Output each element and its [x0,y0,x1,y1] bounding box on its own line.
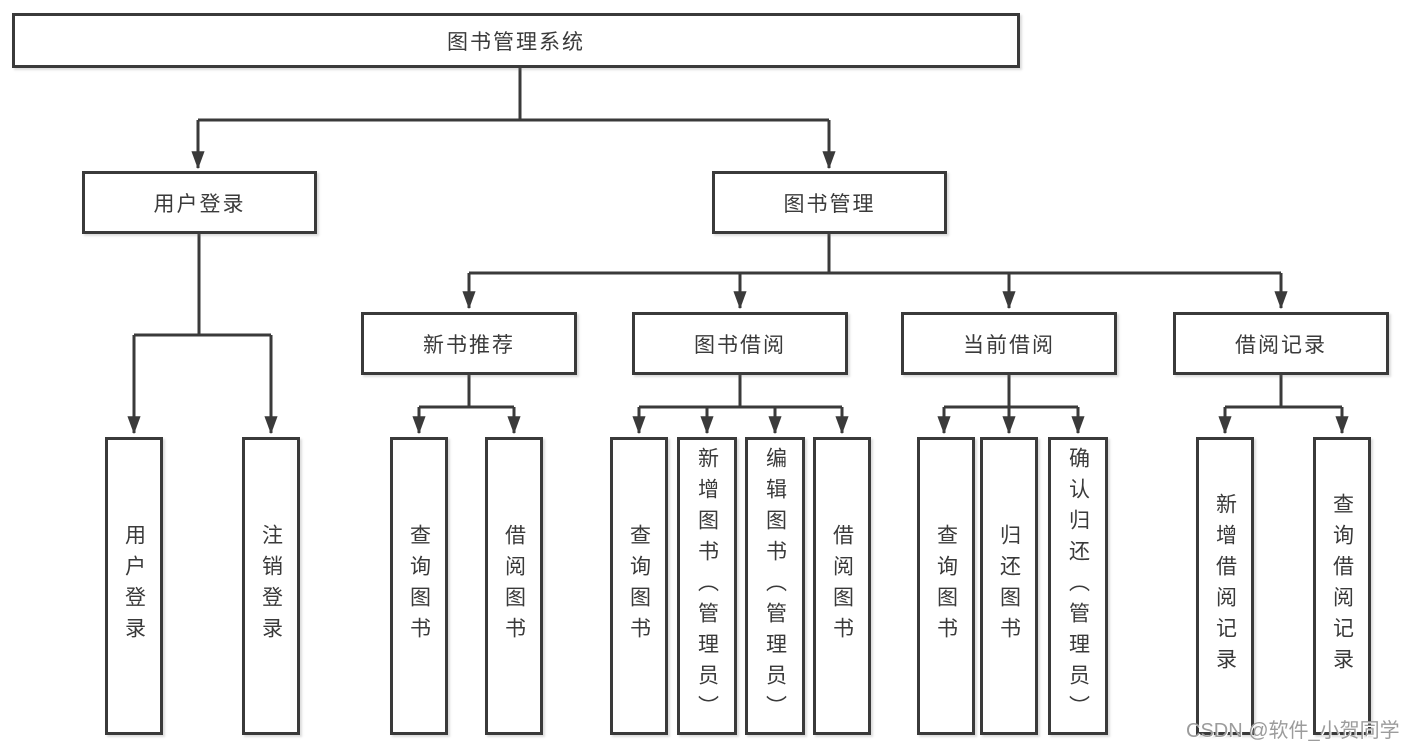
leaf-label: 查询图书 [627,524,651,648]
leaf-label: 借阅图书 [502,524,526,648]
csdn-watermark: CSDN @软件_小贺同学 [1186,720,1400,742]
leaf-confirm-return-admin: 确认归还（管理员） [1048,437,1108,735]
node-library-management-system: 图书管理系统 [12,13,1020,68]
leaf-user-login: 用户登录 [105,437,163,735]
leaf-label: 查询图书 [407,524,431,648]
leaf-label: 查询借阅记录 [1330,493,1354,679]
node-label: 图书管理 [783,192,876,216]
leaf-label: 归还图书 [997,524,1021,648]
node-label: 借阅记录 [1235,333,1327,357]
node-user-login: 用户登录 [82,171,317,234]
leaf-query-borrow-record: 查询借阅记录 [1313,437,1371,735]
leaf-label: 注销登录 [259,524,283,648]
leaf-query-books: 查询图书 [917,437,975,735]
leaf-label: 新增图书（管理员） [695,446,719,726]
leaf-borrow-books: 借阅图书 [485,437,543,735]
leaf-label: 编辑图书（管理员） [763,446,787,726]
leaf-label: 借阅图书 [830,524,854,648]
leaf-add-borrow-record: 新增借阅记录 [1196,437,1254,735]
leaf-logout: 注销登录 [242,437,300,735]
leaf-query-books: 查询图书 [610,437,668,735]
leaf-label: 查询图书 [934,524,958,648]
leaf-return-books: 归还图书 [980,437,1038,735]
leaf-add-book-admin: 新增图书（管理员） [677,437,737,735]
leaf-query-books: 查询图书 [390,437,448,735]
leaf-label: 新增借阅记录 [1213,493,1237,679]
node-label: 图书管理系统 [447,30,585,54]
node-label: 图书借阅 [694,333,786,357]
node-book-borrowing: 图书借阅 [632,312,848,375]
leaf-edit-book-admin: 编辑图书（管理员） [745,437,805,735]
node-new-book-recommendation: 新书推荐 [361,312,577,375]
node-label: 当前借阅 [963,333,1055,357]
node-label: 用户登录 [153,192,246,216]
node-borrowing-records: 借阅记录 [1173,312,1389,375]
leaf-borrow-books: 借阅图书 [813,437,871,735]
node-current-borrowing: 当前借阅 [901,312,1117,375]
leaf-label: 用户登录 [122,524,146,648]
leaf-label: 确认归还（管理员） [1066,446,1090,726]
node-label: 新书推荐 [423,333,515,357]
node-book-management: 图书管理 [712,171,947,234]
